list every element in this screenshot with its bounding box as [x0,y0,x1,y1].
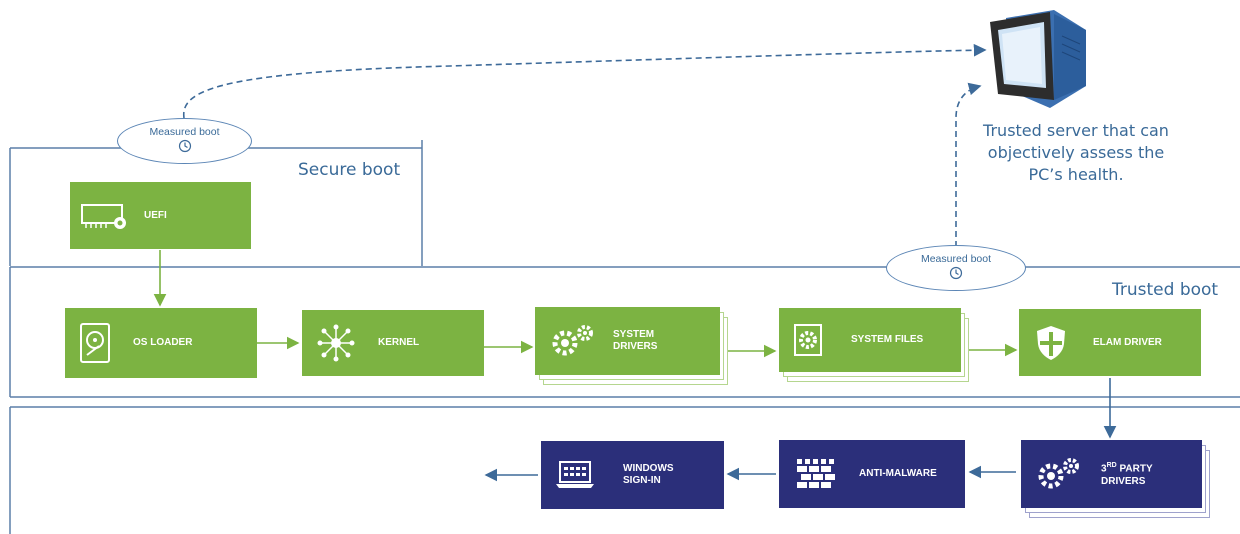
clock-icon [949,266,963,280]
chip-gear-icon [81,203,126,229]
firewall-icon [797,459,835,488]
measured-boot-label: Measured boot [920,253,992,265]
clock-icon [178,139,191,153]
elam-driver-label: ELAM DRIVER [1093,336,1162,348]
server-monitor-icon [990,10,1086,108]
system-files-label: SYSTEM FILES [851,334,924,345]
shield-icon [1037,325,1065,360]
laptop-icon [556,461,594,488]
measured-boot-badge-right: Measured boot [886,245,1026,291]
system-drivers-label: SYSTEM DRIVERS [613,329,657,353]
third-party-rest: PARTY [1116,463,1153,475]
uefi-box: UEFI [70,182,251,249]
windows-signin-line-1: WINDOWS [623,463,674,474]
gears-icon [1038,458,1079,489]
measured-boot-path-top [182,43,987,119]
third-party-line-2: DRIVERS [1101,475,1146,487]
third-party-prefix: 3 [1101,463,1107,475]
kernel-box: KERNEL [302,310,484,376]
third-party-sup: rd [1106,462,1117,470]
system-drivers-line-2: DRIVERS [613,341,658,352]
trusted-boot-title: Trusted boot [1112,280,1219,300]
secure-boot-title: Secure boot [298,160,401,180]
third-party-drivers-box: 3rd PARTY DRIVERS [1021,440,1202,508]
trusted-server-caption: Trusted server that can objectively asse… [951,120,1201,186]
elam-driver-box: ELAM DRIVER [1019,309,1201,376]
anti-malware-box: ANTI-MALWARE [779,440,965,508]
anti-malware-label: ANTI-MALWARE [859,468,937,479]
caption-line-2: objectively assess the [987,143,1165,162]
third-party-line-1: 3rd PARTY [1101,460,1153,475]
gears-icon [552,325,593,356]
os-loader-box: OS LOADER [65,308,257,378]
system-files-box: SYSTEM FILES [779,308,961,372]
os-loader-label: OS LOADER [133,337,193,348]
caption-line-1: Trusted server that can [983,121,1169,140]
system-drivers-line-1: SYSTEM [613,329,655,340]
windows-signin-box: WINDOWS SIGN-IN [541,441,724,509]
uefi-label: UEFI [144,209,167,221]
settings-file-icon [794,324,822,356]
measured-boot-label: Measured boot [149,126,220,138]
windows-signin-label: WINDOWS SIGN-IN [623,463,674,487]
kernel-network-icon [317,324,355,362]
kernel-label: KERNEL [378,337,420,348]
caption-line-3: PC’s health. [1028,165,1124,184]
system-drivers-box: SYSTEM DRIVERS [535,307,720,375]
measured-boot-badge-top: Measured boot [117,118,252,164]
windows-signin-line-2: SIGN-IN [623,475,661,486]
third-party-drivers-label: 3rd PARTY DRIVERS [1101,460,1153,487]
hard-drive-icon [80,323,110,363]
